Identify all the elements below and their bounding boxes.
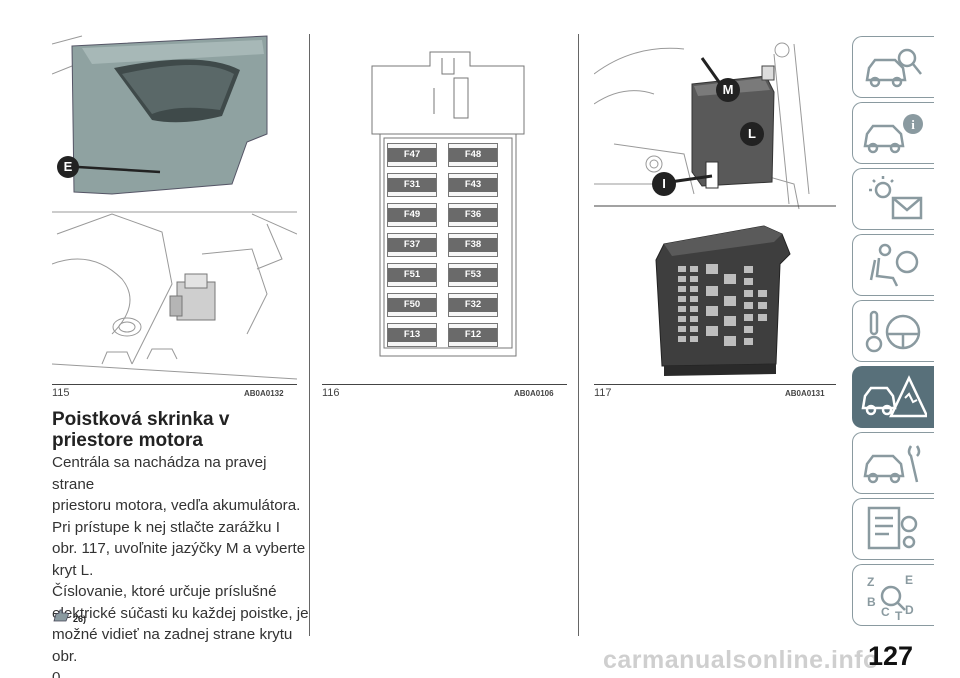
callout-m-label: M: [722, 82, 734, 97]
car-search-icon: [865, 48, 922, 88]
figure-115-number: 115: [52, 387, 70, 399]
figure-115-code: AB0A0132: [244, 389, 284, 398]
figure-116: F47 F48 F31 F43 F49 F36 F37 F38 F51 F53 …: [322, 34, 567, 384]
callout-m-marker: [716, 78, 740, 102]
car-wrench-icon: [863, 445, 921, 484]
svg-text:Z: Z: [867, 575, 874, 589]
figure-117-rule: [594, 384, 836, 385]
watermark: carmanualsonline.info: [603, 646, 879, 674]
car-crash-warning-icon: [861, 375, 927, 418]
fuse-label: F50: [388, 298, 436, 312]
figure-117-illustration: [593, 42, 836, 376]
fuse-label: F13: [388, 328, 436, 342]
fuse-label: F49: [388, 208, 436, 222]
fuse-slot: F13: [387, 323, 437, 347]
page-number: 127: [868, 641, 914, 671]
fuse-slot: F12: [448, 323, 498, 347]
callout-e-label: E: [63, 159, 73, 174]
body-line: kryt L.: [52, 561, 94, 579]
tab-key-steering[interactable]: [852, 300, 934, 362]
svg-text:T: T: [895, 609, 903, 622]
tab-sun-envelope[interactable]: [852, 168, 934, 230]
fuse-label: F37: [388, 238, 436, 252]
svg-text:i: i: [911, 117, 915, 132]
warning-reference[interactable]: 26): [52, 608, 86, 624]
figure-116-rule: [322, 384, 567, 385]
svg-text:D: D: [905, 603, 914, 617]
section-title-line: Poistková skrinka v: [52, 409, 230, 430]
figure-115: E: [51, 34, 298, 384]
fuse-slot: F38: [448, 233, 498, 257]
key-steering-wheel-icon: [865, 310, 921, 353]
figure-116-number: 116: [322, 387, 340, 399]
callout-i-marker: [652, 172, 676, 196]
tab-document-gear[interactable]: [852, 498, 934, 560]
fuse-label: F31: [388, 178, 436, 192]
body-line: Centrála sa nachádza na pravej strane: [52, 454, 267, 493]
tab-car-search[interactable]: [852, 36, 934, 98]
figure-117-number: 117: [594, 387, 612, 399]
callout-i-label: I: [662, 176, 666, 191]
callout-e-marker: [57, 156, 79, 178]
seat-airbag-icon: [869, 243, 919, 287]
figure-115-rule: [52, 384, 297, 385]
svg-text:E: E: [905, 573, 913, 587]
fuse-slot: F53: [448, 263, 498, 287]
body-line: obr. 117, uvoľnite jazýčky M a vyberte: [52, 540, 306, 557]
alphabet-index-search-icon: Z E BC DT: [867, 573, 914, 622]
car-info-icon: i: [863, 114, 923, 154]
figure-117: M L I: [593, 34, 836, 384]
fuse-label: F38: [449, 238, 497, 252]
fuse-label: F32: [449, 298, 497, 312]
fuse-slot: F37: [387, 233, 437, 257]
tab-car-wrench[interactable]: [852, 432, 934, 494]
body-line: elektrické súčasti ku každej poistke, je: [52, 604, 309, 622]
fuse-slot: F32: [448, 293, 498, 317]
column-divider: [578, 34, 579, 636]
sun-envelope-icon: [869, 176, 923, 220]
section-title-line: priestore motora: [52, 430, 203, 451]
document-gear-icon: [867, 506, 918, 550]
connector: [169, 273, 216, 321]
body-line: 0.: [52, 669, 65, 678]
body-line: možné vidieť na zadnej strane krytu obr.: [52, 626, 293, 665]
callout-l-marker: [740, 122, 764, 146]
fuse-label: F51: [388, 268, 436, 282]
tab-car-crash-warning[interactable]: [852, 366, 934, 428]
column-divider: [309, 34, 310, 636]
body-line: priestoru motora, vedľa akumulátora.: [52, 497, 301, 514]
fuse-label: F47: [388, 148, 436, 162]
fuse-label: F12: [449, 328, 497, 342]
fuse-slot: F50: [387, 293, 437, 317]
tab-car-info[interactable]: i: [852, 102, 934, 164]
fuse-slot: F51: [387, 263, 437, 287]
figure-116-code: AB0A0106: [514, 389, 554, 398]
warning-hand-icon: [53, 609, 69, 622]
figure-117-code: AB0A0131: [785, 389, 825, 398]
fuse-label: F36: [449, 208, 497, 222]
svg-text:B: B: [867, 595, 876, 609]
tab-seat-airbag[interactable]: [852, 234, 934, 296]
body-line: Číslovanie, ktoré určuje príslušné: [52, 583, 277, 600]
fuse-slot: F48: [448, 143, 498, 167]
fuse-label: F53: [449, 268, 497, 282]
section-title: Poistková skrinka v priestore motora: [52, 409, 302, 451]
body-line: Pri prístupe k nej stlačte zarážku I: [52, 518, 280, 536]
fuse-slot: F31: [387, 173, 437, 197]
section-body: Centrála sa nachádza na pravej strane pr…: [52, 452, 310, 678]
fuse-slot: F36: [448, 203, 498, 227]
fuse-label: F48: [449, 148, 497, 162]
fuse-slot: F43: [448, 173, 498, 197]
fuse-slot: F47: [387, 143, 437, 167]
fuse-label: F43: [449, 178, 497, 192]
warning-reference-number: 26): [73, 614, 87, 624]
callout-l-label: L: [748, 126, 756, 141]
fuse-box-outline: [371, 51, 525, 357]
svg-text:C: C: [881, 605, 890, 619]
figure-115-illustration: [51, 34, 298, 384]
fuse-slot: F49: [387, 203, 437, 227]
